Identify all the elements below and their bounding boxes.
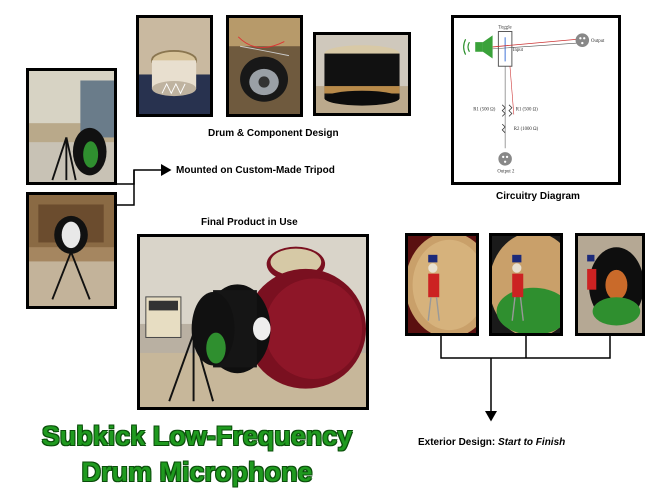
arrow-tripod-bottom	[117, 170, 135, 206]
circuit-r1-left: R1 (500 Ω)	[473, 108, 495, 113]
circuit-toggle-label: Toggle	[498, 26, 511, 31]
exterior-photo-finish	[575, 233, 645, 336]
exterior-photo-start	[405, 233, 479, 336]
mounted-caption: Mounted on Custom-Made Tripod	[176, 165, 335, 176]
drum-component-caption: Drum & Component Design	[208, 128, 339, 139]
drum-wiring-photo	[226, 15, 303, 117]
final-product-caption: Final Product in Use	[201, 217, 298, 228]
tripod-photo-top	[26, 68, 117, 185]
drum-shell-photo	[136, 15, 213, 117]
drum-finished-photo	[313, 32, 411, 116]
tripod-photo-bottom	[26, 192, 117, 309]
circuitry-diagram: Toggle Input Output R1 (500 Ω) R1 (500 Ω…	[451, 15, 621, 185]
exterior-caption-emphasis: Start to Finish	[498, 437, 566, 448]
circuit-input-label: Input	[513, 48, 524, 53]
circuit-output-label: Output	[591, 39, 605, 44]
speaker-icon	[463, 35, 493, 59]
circuit-r1-right: R1 (500 Ω)	[516, 108, 538, 113]
poster-title-line2: Drum Microphone	[81, 457, 313, 487]
arrow-tripod-top	[117, 164, 172, 185]
arrow-exterior	[440, 336, 611, 420]
poster-title-line1: Subkick Low-Frequency	[41, 421, 353, 451]
final-product-photo	[137, 234, 369, 410]
exterior-photo-middle	[489, 233, 563, 336]
circuit-r2-label: R2 (1000 Ω)	[514, 127, 539, 132]
exterior-caption-prefix: Exterior Design:	[418, 437, 499, 448]
circuitry-caption: Circuitry Diagram	[496, 191, 580, 202]
exterior-caption: Exterior Design: Start to Finish	[418, 437, 565, 448]
circuit-output2-label: Output 2	[497, 169, 515, 174]
